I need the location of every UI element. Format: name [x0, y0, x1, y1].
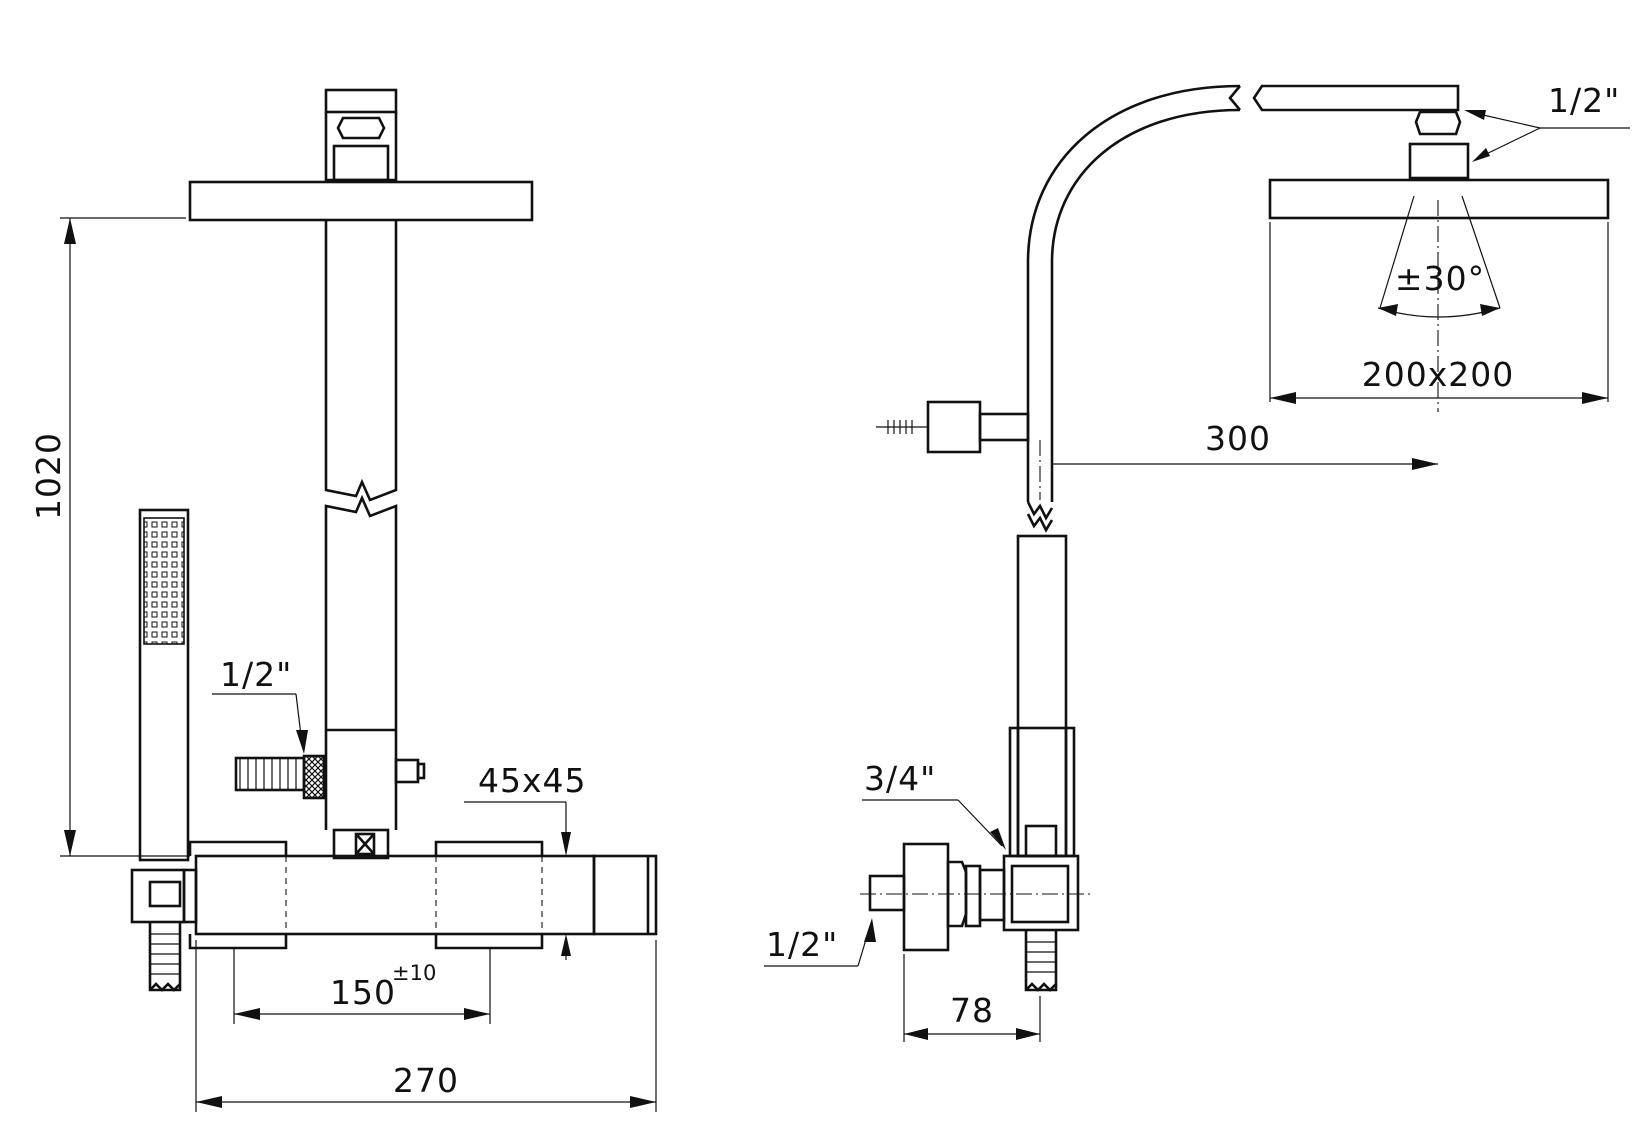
- side-wall-connection: [860, 824, 1090, 992]
- side-shower-head: ±30°: [1268, 110, 1610, 412]
- dimension-body-section: 45x45: [464, 761, 587, 960]
- overall-width-label: 270: [393, 1061, 459, 1100]
- front-riser-connector: [332, 828, 390, 860]
- dimension-arm-reach: 300: [1052, 419, 1438, 470]
- body-section-label: 45x45: [478, 761, 587, 800]
- front-hand-shower: [130, 508, 198, 992]
- side-curved-arm: [1026, 84, 1460, 502]
- dimension-center-distance: 150 ±10: [233, 948, 491, 1024]
- front-mixer-body: [188, 840, 658, 950]
- front-inlet-thread-label: 1/2": [220, 655, 292, 694]
- front-riser-pipe: [324, 220, 426, 830]
- side-view: ±30° 1/2" 200x200 300: [764, 81, 1630, 1042]
- head-connection-label: 1/2": [1548, 81, 1620, 120]
- front-shower-head: [188, 88, 534, 222]
- center-distance-label: 150: [330, 973, 396, 1012]
- height-dimension-label: 1020: [29, 432, 68, 520]
- head-size-label: 200x200: [1362, 355, 1515, 394]
- front-side-inlet: [234, 754, 326, 800]
- wall-connection-label: 3/4": [864, 759, 936, 798]
- dimension-overall-width: 270: [195, 940, 657, 1112]
- tilt-angle-label: ±30°: [1395, 259, 1485, 298]
- dimension-wall-connection: 3/4": [862, 759, 1006, 850]
- dimension-head-size: 200x200: [1269, 222, 1609, 404]
- wall-offset-label: 78: [950, 991, 994, 1030]
- side-arm-inlet: [876, 400, 1030, 454]
- arm-reach-label: 300: [1205, 419, 1271, 458]
- dimension-front-inlet-thread: 1/2": [212, 655, 308, 754]
- center-tolerance-label: ±10: [392, 961, 436, 985]
- dimension-wall-offset: 78: [903, 954, 1041, 1042]
- dimension-height-1020: 1020: [29, 217, 190, 857]
- dimension-side-inlet-thread: 1/2": [764, 918, 876, 967]
- front-view: 1020 1/2" 45x45 150 ±10: [29, 88, 658, 1112]
- side-inlet-thread-label: 1/2": [766, 925, 838, 964]
- side-lower-riser: [1008, 501, 1076, 858]
- dimension-head-connection: 1/2": [1464, 81, 1630, 162]
